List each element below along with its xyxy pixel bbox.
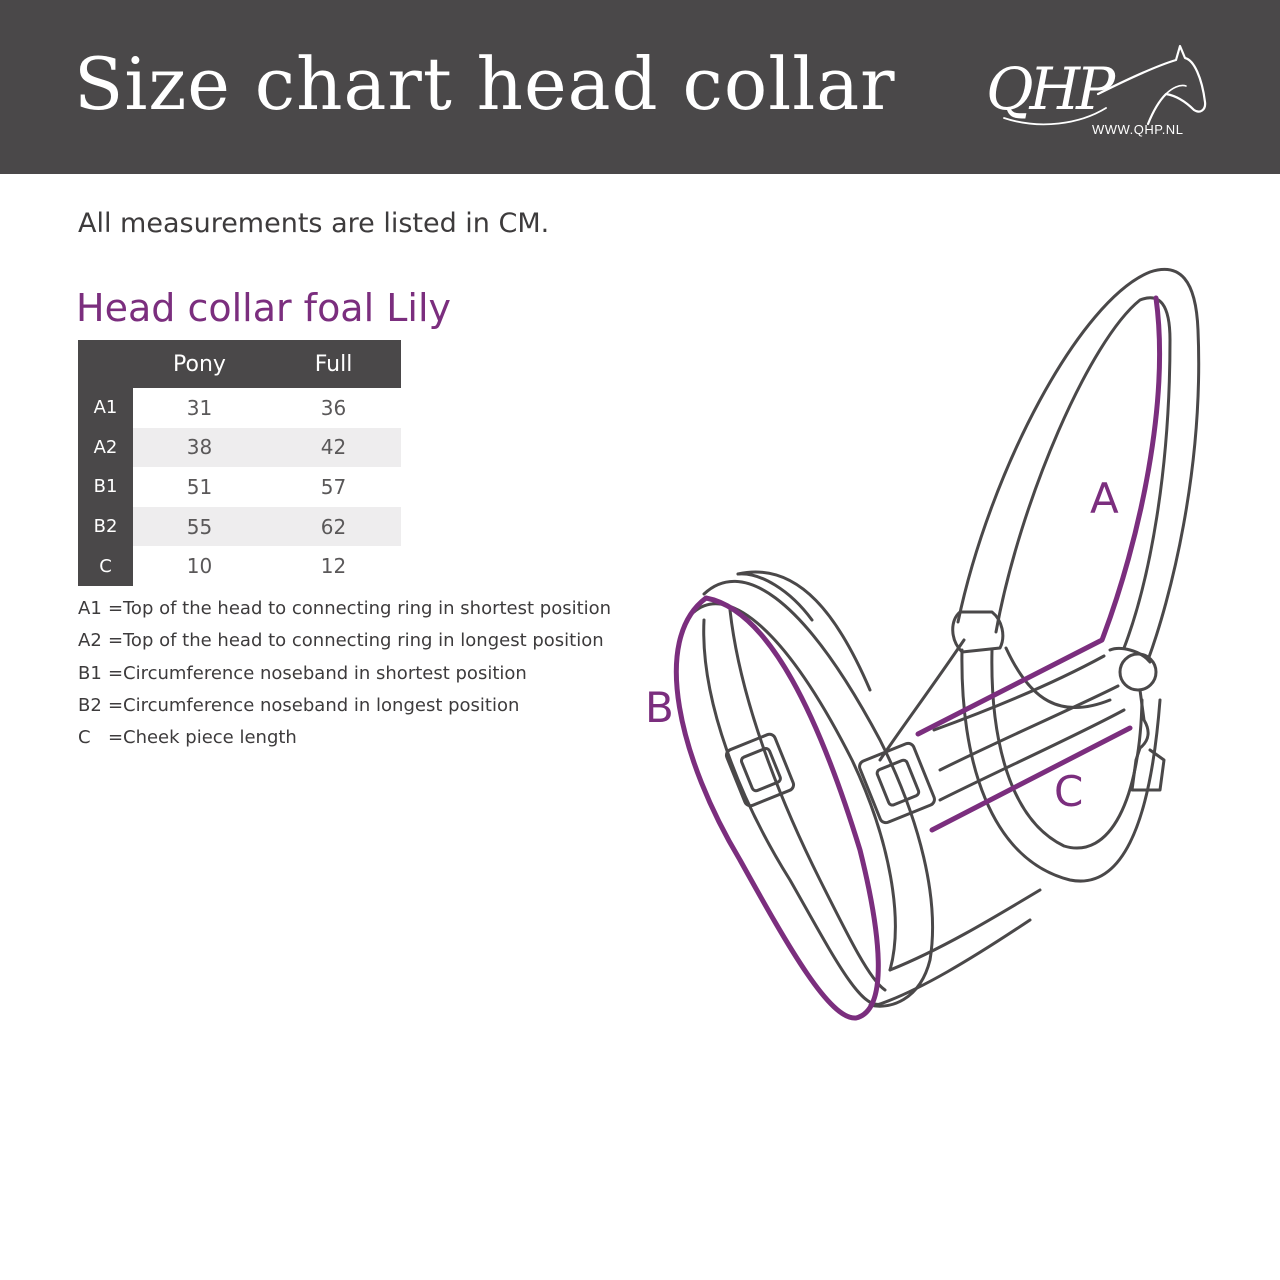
table-row: A2 38 42 xyxy=(78,427,401,468)
legend-list: A1=Top of the head to connecting ring in… xyxy=(78,594,611,755)
measurement-note: All measurements are listed in CM. xyxy=(78,208,550,239)
legend-text: Top of the head to connecting ring in lo… xyxy=(123,630,604,652)
legend-text: Circumference noseband in longest positi… xyxy=(123,694,520,716)
logo-wordmark: QHP xyxy=(986,55,1115,123)
label-b: B xyxy=(645,683,674,732)
row-label: A2 xyxy=(78,427,133,468)
row-label: B1 xyxy=(78,467,133,507)
table-corner-cell xyxy=(78,340,133,388)
qhp-logo: QHP WWW.QHP.NL xyxy=(980,38,1220,138)
legend-item: A1 =Top of the head to connecting ring in… xyxy=(78,594,611,626)
table-row: B2 55 62 xyxy=(78,506,401,547)
cell-full: 36 xyxy=(320,395,347,420)
legend-code: C xyxy=(78,727,91,749)
header-bar: Size chart head collar QHP WWW.QHP.NL xyxy=(0,0,1280,174)
cell-pony: 38 xyxy=(133,427,266,468)
table-row: C 10 12 xyxy=(78,546,401,586)
measure-line-a xyxy=(915,295,1162,737)
row-label: A1 xyxy=(78,388,133,428)
legend-code: A1 xyxy=(78,598,102,619)
cell-pony: 10 xyxy=(186,554,213,579)
measurement-lines xyxy=(673,295,1162,1021)
head-collar-outline xyxy=(692,267,1201,1008)
label-a: A xyxy=(1090,474,1119,523)
table-row: A1 31 36 xyxy=(78,388,401,428)
legend-equals: = xyxy=(108,598,124,619)
legend-equals: = xyxy=(108,662,124,684)
label-c: C xyxy=(1054,767,1083,816)
legend-text: Cheek piece length xyxy=(123,727,297,749)
horse-head-icon xyxy=(1003,44,1207,126)
size-table: Pony Full A1 31 36 A2 38 42 B1 51 57 B2 … xyxy=(78,340,401,586)
cell-pony: 55 xyxy=(133,506,266,547)
cell-full: 42 xyxy=(266,427,401,468)
table-row: B1 51 57 xyxy=(78,467,401,507)
legend-text: Top of the head to connecting ring in sh… xyxy=(123,598,612,619)
row-label: C xyxy=(78,546,133,586)
legend-equals: = xyxy=(108,630,124,652)
measure-line-c xyxy=(929,725,1133,833)
legend-code: A2 xyxy=(78,630,102,652)
legend-item: B2 =Circumference noseband in longest pos… xyxy=(78,691,611,723)
legend-code: B1 xyxy=(78,662,102,684)
legend-item: A2 =Top of the head to connecting ring in… xyxy=(78,626,611,658)
head-collar-diagram: A B C xyxy=(645,267,1201,1021)
column-header-pony: Pony xyxy=(133,340,266,388)
table-header-row: Pony Full xyxy=(78,340,401,388)
cell-pony: 31 xyxy=(186,395,213,420)
cell-full: 57 xyxy=(320,474,347,499)
legend-text: Circumference noseband in shortest posit… xyxy=(123,662,527,684)
legend-item: B1 =Circumference noseband in shortest po… xyxy=(78,659,611,691)
section-title: Head collar foal Lily xyxy=(76,286,452,330)
page-title: Size chart head collar xyxy=(74,42,896,126)
cell-full: 62 xyxy=(266,506,401,547)
column-header-full: Full xyxy=(266,340,401,388)
legend-equals: = xyxy=(108,727,124,749)
measure-line-b xyxy=(673,595,881,1021)
legend-equals: = xyxy=(108,694,124,716)
legend-code: B2 xyxy=(78,694,102,716)
cell-full: 12 xyxy=(320,554,347,579)
logo-url: WWW.QHP.NL xyxy=(1092,122,1184,137)
cell-pony: 51 xyxy=(186,474,213,499)
legend-item: C =Cheek piece length xyxy=(78,723,611,755)
row-label: B2 xyxy=(78,506,133,547)
